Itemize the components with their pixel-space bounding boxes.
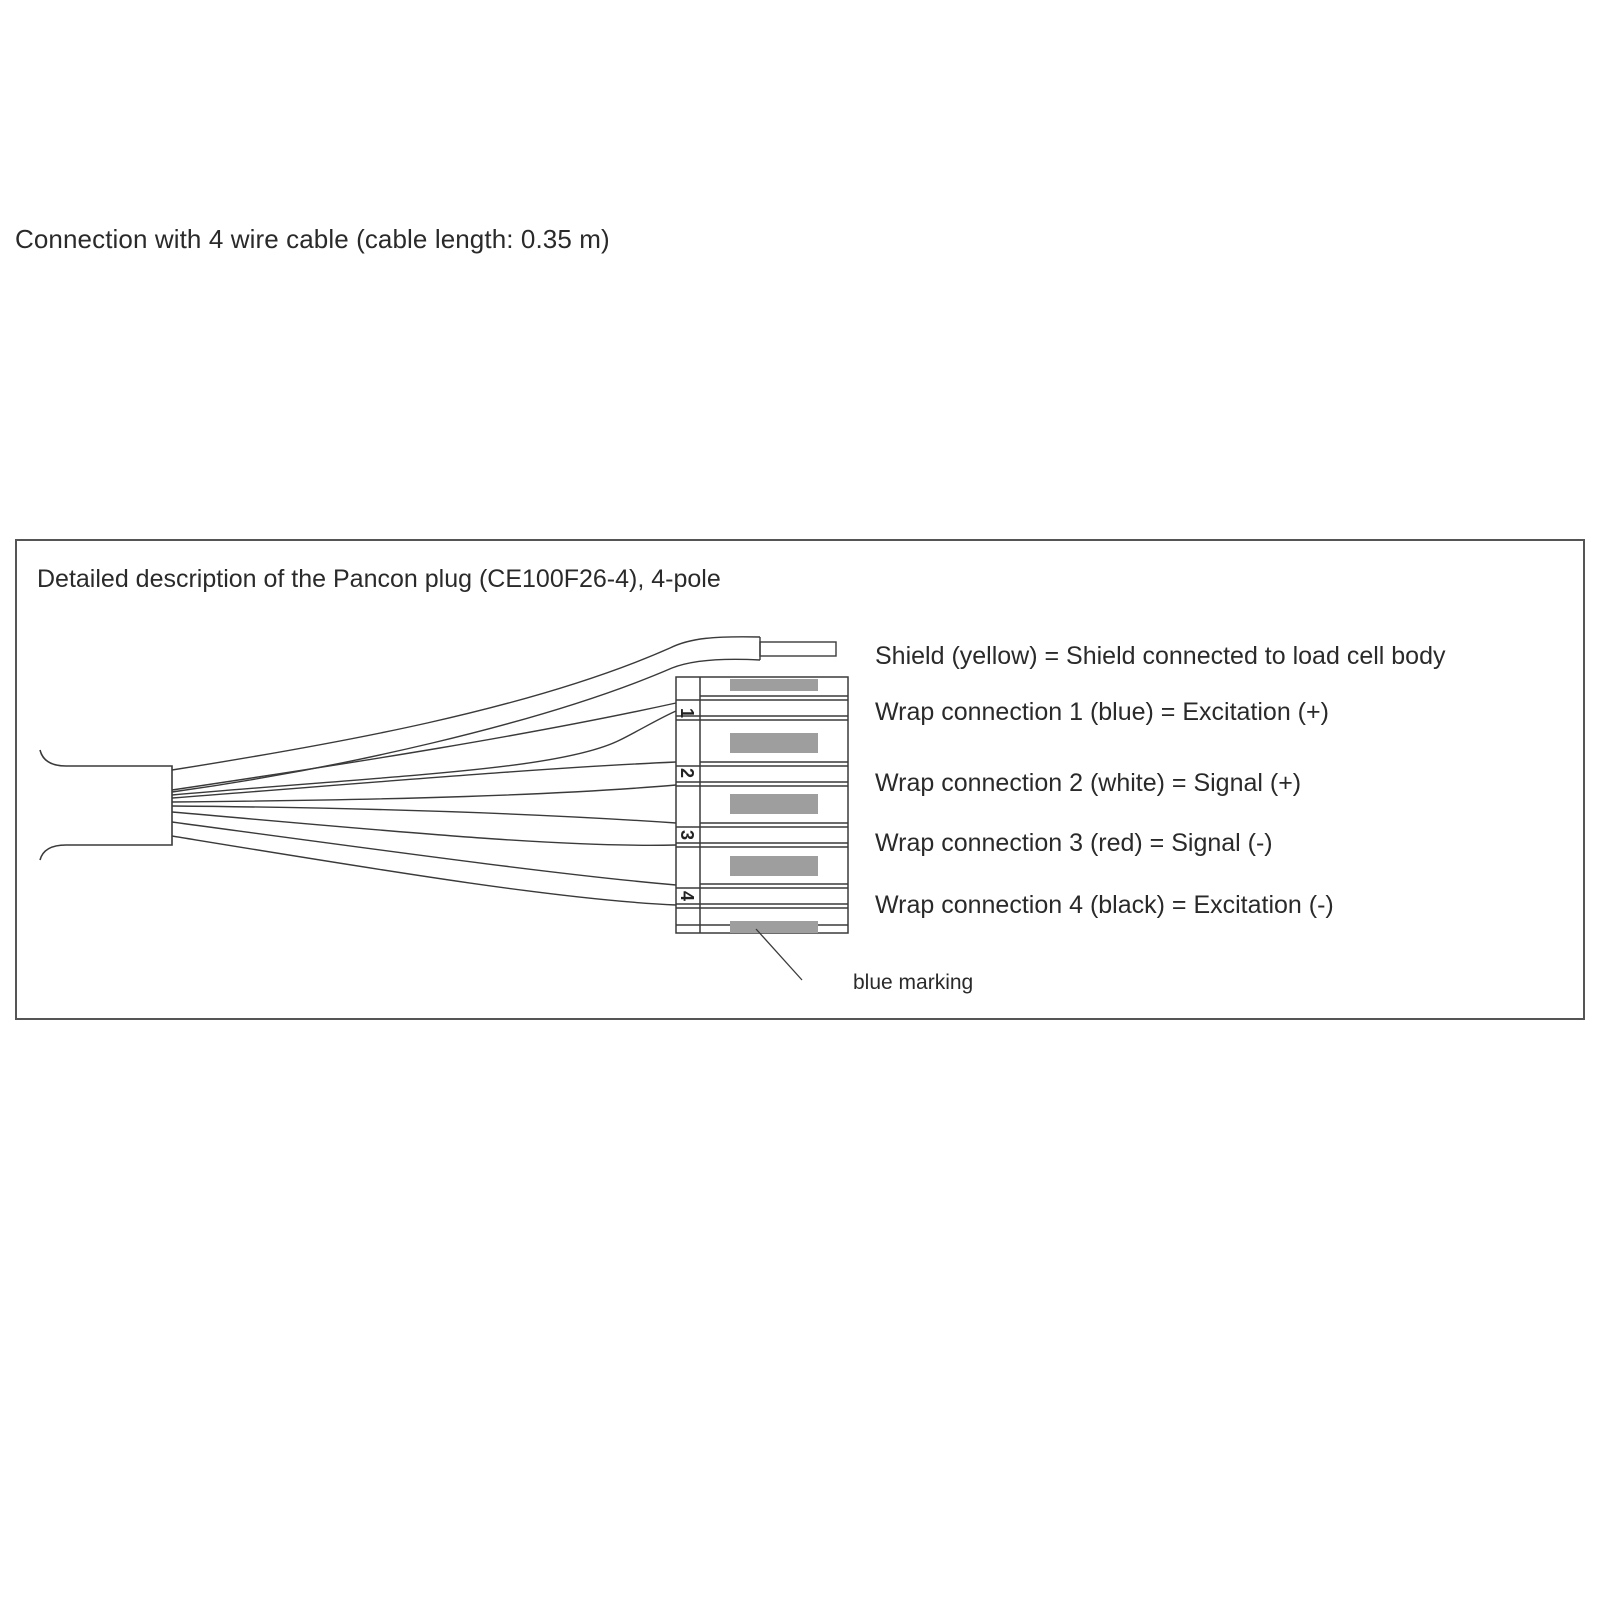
contact-b	[730, 794, 818, 814]
wire-3	[171, 805, 677, 824]
label-wrap-3: Wrap connection 3 (red) = Signal (-)	[875, 829, 1273, 857]
contact-bottom	[730, 921, 818, 933]
wire-4	[171, 821, 677, 886]
wire-shield-lower	[171, 658, 761, 793]
contact-a	[730, 733, 818, 753]
label-wrap-1: Wrap connection 1 (blue) = Excitation (+…	[875, 698, 1329, 726]
pancon-detail-box	[15, 539, 1585, 1020]
wire-2	[171, 761, 677, 799]
blue-marking-leader	[755, 928, 803, 981]
page-heading: Connection with 4 wire cable (cable leng…	[15, 224, 610, 254]
label-shield: Shield (yellow) = Shield connected to lo…	[875, 642, 1446, 670]
contact-top	[730, 679, 818, 691]
wire-1b	[171, 710, 677, 796]
plug-contacts	[730, 679, 818, 933]
pin-numbers: 1 2 3 4	[677, 708, 697, 901]
wire-4b	[171, 835, 677, 906]
wire-1	[171, 702, 677, 791]
box-title: Detailed description of the Pancon plug …	[37, 565, 721, 593]
label-wrap-4: Wrap connection 4 (black) = Excitation (…	[875, 891, 1334, 919]
label-wrap-2: Wrap connection 2 (white) = Signal (+)	[875, 769, 1301, 797]
cable-sheath	[39, 749, 173, 861]
cable-wires	[171, 636, 761, 906]
wire-shield-upper	[171, 636, 761, 771]
shield-tip	[759, 637, 837, 660]
pin-number-1: 1	[677, 708, 697, 718]
blue-marking-label: blue marking	[853, 971, 973, 994]
contact-c	[730, 856, 818, 876]
pin-number-4: 4	[677, 891, 697, 901]
pin-number-3: 3	[677, 830, 697, 840]
wire-2b	[171, 784, 677, 803]
pancon-plug	[675, 676, 849, 934]
wire-3b	[171, 811, 677, 847]
pin-number-2: 2	[677, 768, 697, 778]
